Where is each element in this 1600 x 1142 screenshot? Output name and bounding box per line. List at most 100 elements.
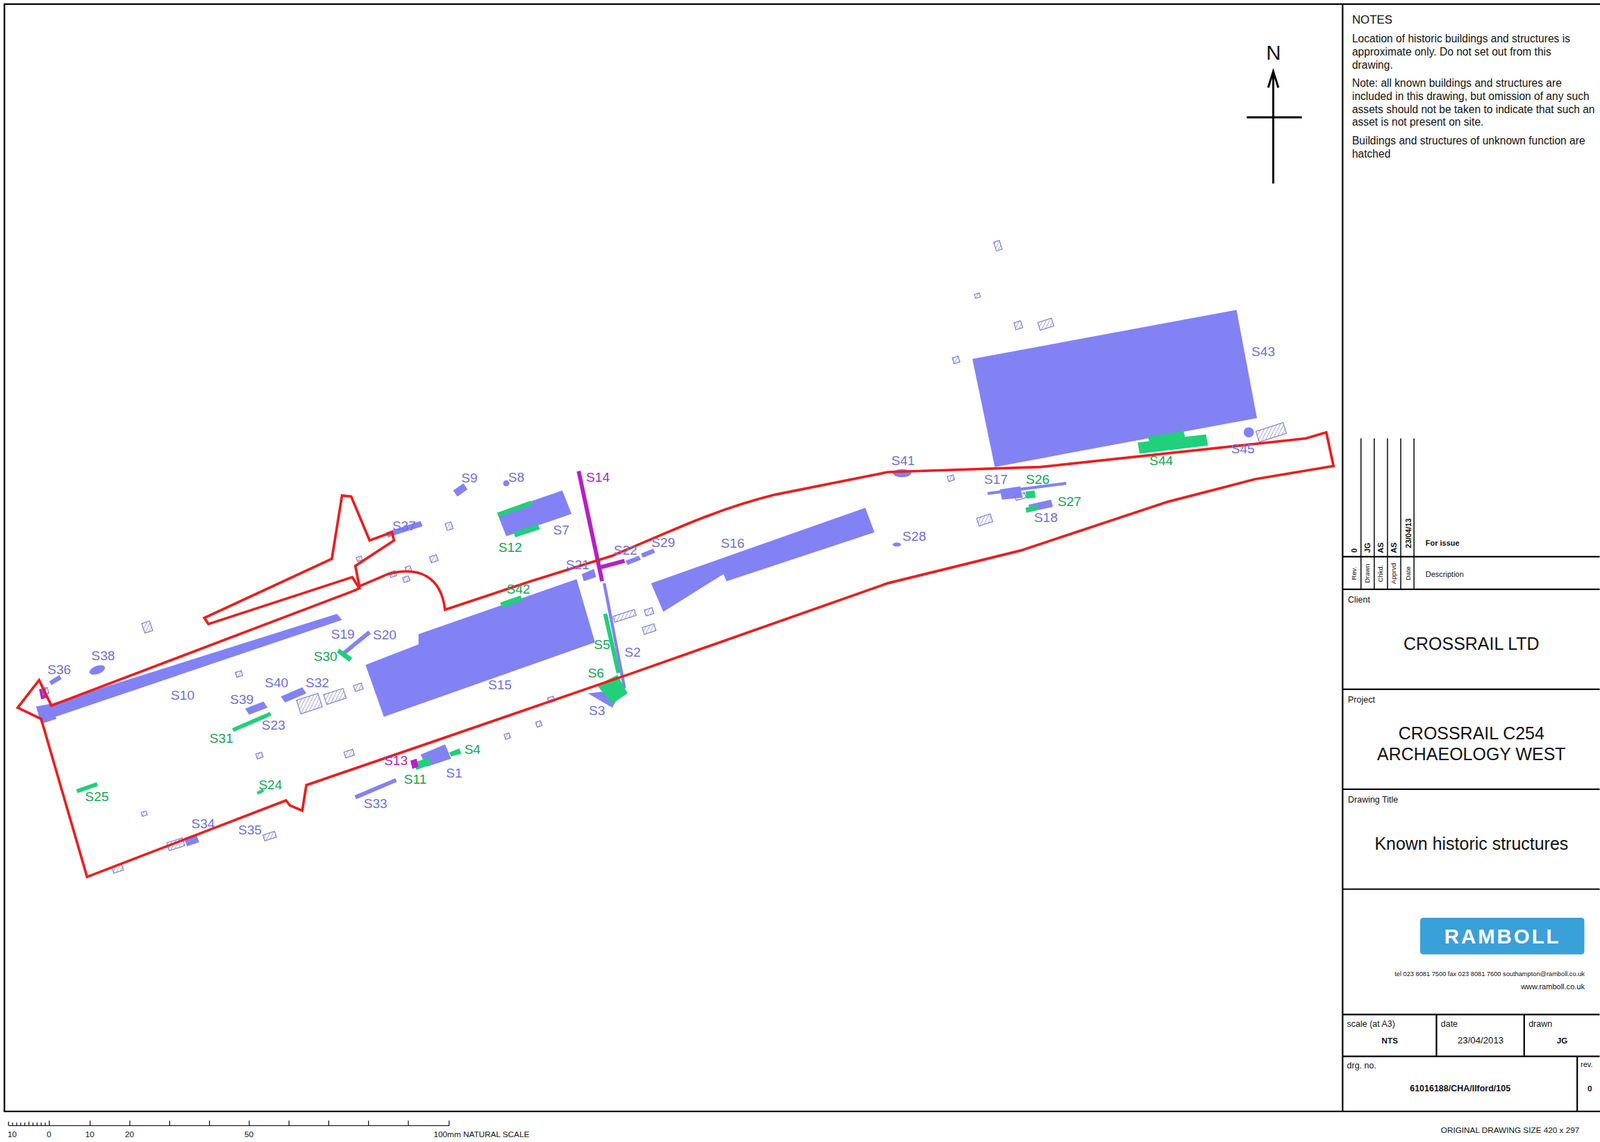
structure-label: S39 xyxy=(229,692,254,707)
hatched-structure xyxy=(974,293,981,299)
sheet-frame xyxy=(1435,1014,1437,1057)
scale-bar xyxy=(48,1120,50,1126)
structure-label: S34 xyxy=(190,817,215,832)
sheet-frame xyxy=(1523,1014,1525,1057)
structure-label: S44 xyxy=(1149,454,1173,469)
hatched-structure xyxy=(535,720,542,728)
scale-bar xyxy=(448,1120,450,1126)
structure-blue xyxy=(36,703,57,724)
structure-label: S14 xyxy=(586,470,610,485)
structure-label: S9 xyxy=(461,471,478,487)
hatched-structure xyxy=(429,554,439,564)
cell-text: NTS xyxy=(1347,1029,1433,1053)
hatched-structure xyxy=(140,811,148,817)
structure-lines xyxy=(604,583,625,689)
hatched-structure xyxy=(642,624,657,635)
cell-heading: date xyxy=(1440,1019,1458,1030)
hatched-structure xyxy=(255,752,264,760)
scale-bar xyxy=(8,1120,450,1126)
notes-panel: NOTESLocation of historic buildings and … xyxy=(1349,10,1599,230)
scale-number: 10 xyxy=(85,1129,95,1139)
revision-header: Chkd. xyxy=(1377,564,1385,582)
structure-label: S27 xyxy=(1057,494,1082,510)
cell-heading: rev. xyxy=(1580,1060,1594,1069)
scale-bar xyxy=(328,1120,330,1126)
scale-bar xyxy=(169,1120,171,1126)
hatched-structure xyxy=(504,733,511,740)
structure-label: S31 xyxy=(209,731,234,746)
scale-bar xyxy=(288,1120,290,1126)
drawing-number-cell: drg. no.61016188/CHA/Ilford/105 xyxy=(1345,1059,1576,1110)
hatched-structure xyxy=(947,475,955,482)
structure-green xyxy=(1025,490,1037,499)
sheet-frame xyxy=(1342,788,1600,791)
title-cell: Drawing TitleKnown historic structures xyxy=(1345,791,1598,888)
cell-heading: drg. no. xyxy=(1347,1061,1377,1071)
scale-caption: 100mm NATURAL SCALE xyxy=(433,1129,530,1139)
structure-label: S6 xyxy=(587,665,604,681)
structure-magenta xyxy=(410,759,419,770)
hatched-structure xyxy=(41,240,1287,874)
structure-blue xyxy=(36,310,1257,848)
structure-green xyxy=(336,431,1208,771)
cell-text: JG xyxy=(1528,1029,1596,1053)
hatched-structure xyxy=(1256,422,1287,443)
sheet-frame xyxy=(1386,438,1388,590)
structure-label: S26 xyxy=(1025,472,1050,487)
sheet-size-note: ORIGINAL DRAWING SIZE 420 x 297 xyxy=(1440,1126,1580,1136)
hatched-structure xyxy=(402,575,411,583)
cell-text: 61016188/CHA/Ilford/105 xyxy=(1347,1070,1574,1109)
structure-green xyxy=(497,500,533,518)
sheet-frame xyxy=(1342,1056,1600,1058)
scale-bar xyxy=(129,1120,130,1126)
structure-label: S12 xyxy=(498,540,523,556)
structure-label: S42 xyxy=(506,582,530,598)
structure-label: S1 xyxy=(445,765,462,781)
cell-text: CROSSRAIL LTD xyxy=(1347,604,1596,685)
cell-heading: drawn xyxy=(1528,1019,1553,1030)
north-arrow xyxy=(1268,71,1279,89)
structure-blue xyxy=(1243,427,1255,438)
structure-green xyxy=(500,595,523,609)
scale-bar xyxy=(32,1122,34,1126)
cell-text: RAMBOLL xyxy=(1422,920,1583,953)
structure-label: S4 xyxy=(464,742,481,757)
hatched-structure xyxy=(235,670,244,678)
hatched-structure xyxy=(1037,318,1054,331)
structure-label: S11 xyxy=(404,772,428,787)
structure-label: S23 xyxy=(261,718,286,733)
scale-bar xyxy=(36,1122,38,1126)
scale-number: 20 xyxy=(125,1129,135,1139)
structure-label: S40 xyxy=(264,676,289,691)
structure-label: S5 xyxy=(593,637,610,653)
structure-green xyxy=(336,648,353,662)
scale-bar xyxy=(407,1120,409,1126)
client-cell: ClientCROSSRAIL LTD xyxy=(1345,591,1598,688)
company-logo: RAMBOLL xyxy=(1420,918,1585,955)
scale-bar xyxy=(209,1120,210,1126)
structure-label: S21 xyxy=(565,558,590,573)
scale-number: 10 xyxy=(7,1129,17,1139)
hatched-structure xyxy=(323,688,346,705)
cell-text: Location of historic buildings and struc… xyxy=(1352,32,1596,72)
structure-blue xyxy=(38,613,342,721)
structure-label: S7 xyxy=(552,523,569,539)
structure-label: S29 xyxy=(651,535,675,550)
structure-label: S30 xyxy=(313,650,338,665)
sheet-frame xyxy=(1341,4,1344,1112)
north-label: N xyxy=(1265,41,1281,64)
structure-label: S24 xyxy=(258,778,282,794)
structure-label: S15 xyxy=(488,678,512,694)
structure-label: S10 xyxy=(170,688,195,704)
structure-label: S13 xyxy=(384,754,408,769)
structure-label: S19 xyxy=(331,627,355,642)
revision-cell: JG xyxy=(1363,543,1372,554)
scale-bar xyxy=(40,1122,42,1126)
sheet-frame xyxy=(1373,438,1375,590)
revision-header: Description xyxy=(1425,570,1464,579)
structure-lines xyxy=(355,780,397,798)
sheet-frame xyxy=(1360,438,1362,590)
scale-number: 50 xyxy=(244,1129,254,1139)
cell-text: 23/04/2013 xyxy=(1440,1029,1521,1053)
hatched-structure xyxy=(296,693,323,715)
